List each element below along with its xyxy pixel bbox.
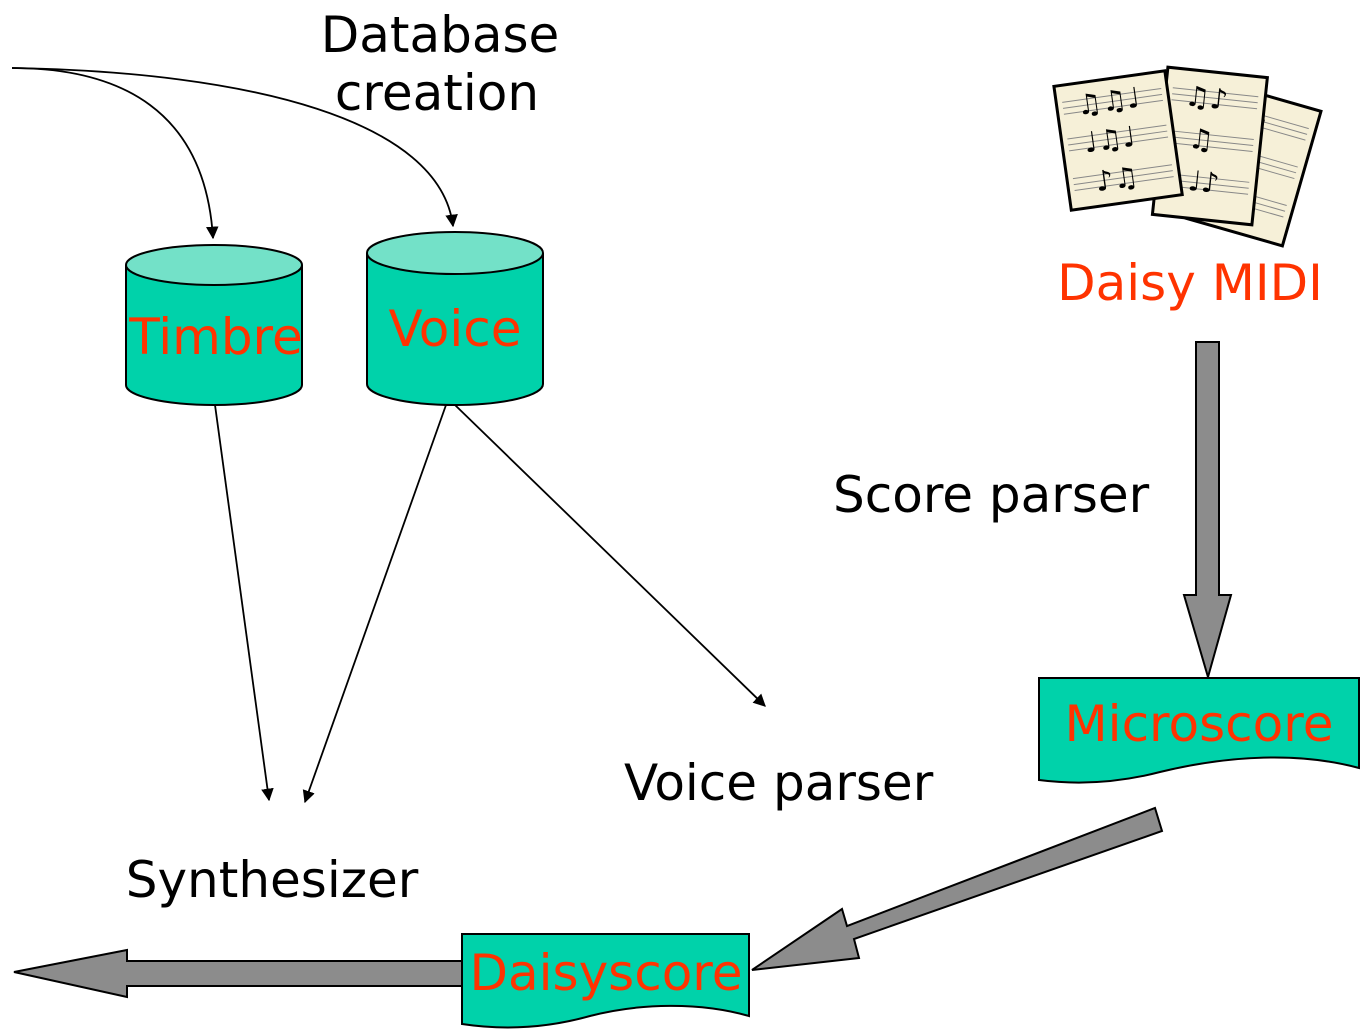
daisy-midi-label: Daisy MIDI: [1057, 254, 1323, 312]
timbre-database: Timbre: [125, 244, 303, 406]
voice-label: Voice: [388, 300, 521, 358]
arrow-voice-to-voice-parser: [454, 404, 766, 707]
sheet-music-icon: ♫ ♫ ♪ ♫♪ ♫ ♩♪ ♫♫♩ ♩♫♩ ♪♫: [1052, 65, 1323, 248]
arrow-to-voice: [11, 67, 458, 228]
synthesizer-output-arrow: [13, 948, 463, 999]
svg-text:♫: ♫: [1187, 122, 1215, 157]
voice-database: Voice: [366, 231, 544, 406]
arrow-timbre-to-synthesizer: [214, 404, 274, 802]
score-parser-label: Score parser: [833, 466, 1150, 524]
microscore-node: Microscore: [1038, 677, 1360, 784]
daisyscore-node: Daisyscore: [461, 933, 750, 1029]
svg-text:♩♪: ♩♪: [1186, 164, 1220, 200]
score-parser-arrow: [1182, 341, 1233, 681]
database-creation-arrows: [11, 67, 458, 240]
arrow-to-timbre: [11, 67, 219, 240]
microscore-label: Microscore: [1065, 695, 1334, 753]
daisyscore-label: Daisyscore: [469, 944, 742, 1002]
svg-text:♩♫♩: ♩♫♩: [1082, 120, 1138, 160]
voice-parser-label: Voice parser: [624, 754, 934, 812]
microscore-to-daisyscore-arrow: [751, 806, 1164, 971]
synthesizer-label: Synthesizer: [126, 851, 419, 909]
svg-text:♫♪: ♫♪: [1183, 79, 1229, 116]
timbre-label: Timbre: [128, 308, 303, 366]
arrow-voice-to-synthesizer: [302, 404, 447, 804]
database-creation-label-1: Database: [321, 6, 560, 64]
svg-text:♪♫: ♪♫: [1093, 160, 1140, 199]
database-creation-label-2: creation: [335, 64, 539, 122]
